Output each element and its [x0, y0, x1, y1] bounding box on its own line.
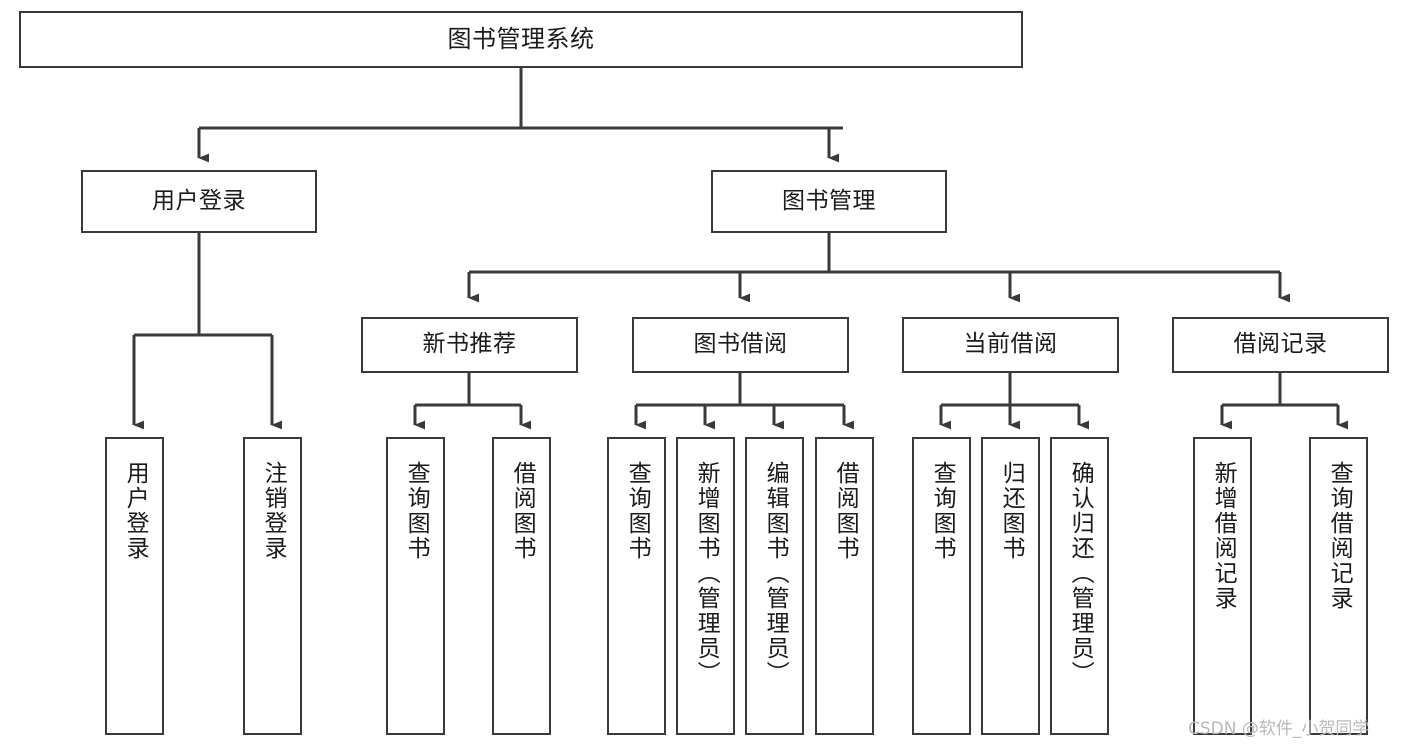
node-label: 查询图书	[624, 461, 651, 561]
node-user-login[interactable]: 用户登录	[81, 170, 317, 233]
node-current-borrow[interactable]: 当前借阅	[902, 317, 1119, 373]
node-leaf-edit-book[interactable]: 编辑图书（管理员）	[745, 437, 804, 735]
node-label: 图书借阅	[693, 331, 788, 358]
node-leaf-query-record[interactable]: 查询借阅记录	[1309, 437, 1368, 735]
node-label: 注销登录	[260, 461, 287, 561]
node-label: 借阅图书	[509, 461, 536, 561]
node-label: 新增借阅记录	[1210, 461, 1237, 611]
node-leaf-return-book[interactable]: 归还图书	[981, 437, 1040, 735]
node-book-management[interactable]: 图书管理	[711, 170, 947, 233]
node-label: 借阅图书	[832, 461, 859, 561]
node-root-book-management-system[interactable]: 图书管理系统	[19, 11, 1023, 68]
node-label: 归还图书	[998, 461, 1025, 561]
node-leaf-borrow-book-2[interactable]: 借阅图书	[815, 437, 874, 735]
node-label: 借阅记录	[1233, 331, 1328, 358]
node-new-book-recommend[interactable]: 新书推荐	[361, 317, 578, 373]
node-leaf-borrow-book-1[interactable]: 借阅图书	[492, 437, 551, 735]
node-label: 用户登录	[122, 461, 149, 561]
node-book-borrow[interactable]: 图书借阅	[632, 317, 849, 373]
node-label: 查询图书	[403, 461, 430, 561]
node-label: 确认归还（管理员）	[1067, 461, 1094, 686]
node-leaf-query-book-3[interactable]: 查询图书	[912, 437, 971, 735]
node-leaf-query-book-1[interactable]: 查询图书	[386, 437, 445, 735]
node-leaf-query-book-2[interactable]: 查询图书	[607, 437, 666, 735]
node-leaf-add-book[interactable]: 新增图书（管理员）	[676, 437, 735, 735]
node-label: 查询图书	[929, 461, 956, 561]
node-leaf-logout-login[interactable]: 注销登录	[243, 437, 302, 735]
node-leaf-add-record[interactable]: 新增借阅记录	[1193, 437, 1252, 735]
node-label: 图书管理系统	[447, 25, 595, 54]
node-label: 新书推荐	[422, 331, 517, 358]
node-borrow-record[interactable]: 借阅记录	[1172, 317, 1389, 373]
node-label: 新增图书（管理员）	[693, 461, 720, 686]
node-leaf-user-login[interactable]: 用户登录	[105, 437, 164, 735]
node-label: 当前借阅	[963, 331, 1058, 358]
node-label: 编辑图书（管理员）	[762, 461, 789, 686]
node-leaf-confirm-return[interactable]: 确认归还（管理员）	[1050, 437, 1109, 735]
node-label: 用户登录	[152, 187, 246, 214]
node-label: 查询借阅记录	[1326, 461, 1353, 611]
node-label: 图书管理	[782, 187, 876, 214]
